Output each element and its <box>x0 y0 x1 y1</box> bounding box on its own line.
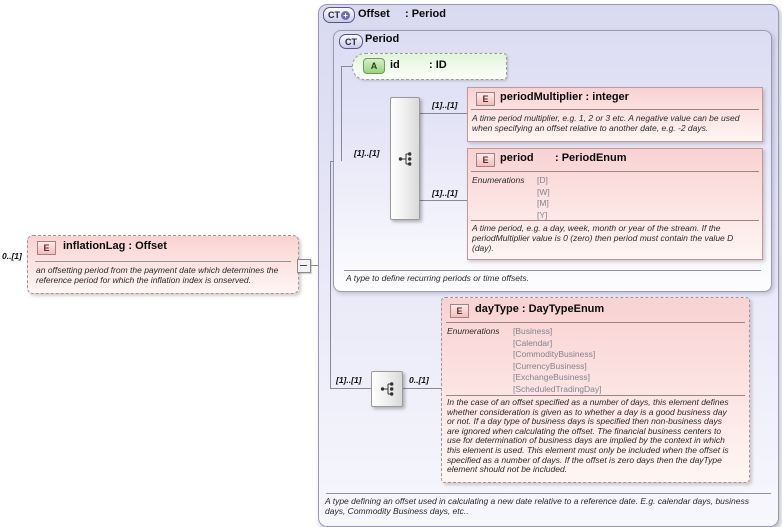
cardinality-label: [1]..[1] <box>354 148 380 158</box>
element-box-daytype[interactable]: E dayType : DayTypeEnum Enumerations [Bu… <box>441 297 750 483</box>
attribute-badge-icon: A <box>363 58 385 74</box>
connector-line <box>401 388 441 389</box>
enumerations-label: Enumerations <box>447 326 500 336</box>
element-title: periodMultiplier : integer <box>500 91 629 103</box>
enum-value: [D] <box>537 175 548 185</box>
enumeration-values: [Business] [Calendar] [CommodityBusiness… <box>513 326 602 395</box>
enum-value: [ExchangeBusiness] <box>513 372 591 382</box>
period-type-name: Period <box>365 33 400 45</box>
sequence-compositor[interactable] <box>371 371 403 407</box>
separator-line <box>326 493 771 494</box>
separator-line <box>471 220 759 221</box>
attribute-box-id[interactable]: A id : ID <box>352 53 507 80</box>
sequence-icon <box>380 382 393 396</box>
element-badge-icon: E <box>450 304 469 318</box>
separator-line <box>446 322 745 323</box>
cardinality-label: [1]..[1] <box>432 188 458 198</box>
cardinality-label: [1]..[1] <box>432 100 458 110</box>
badge-label: CT <box>328 10 340 20</box>
element-title: inflationLag : Offset <box>63 240 167 252</box>
element-box-inflationlag[interactable]: E inflationLag : Offset an offsetting pe… <box>27 235 299 294</box>
enumeration-values: [D] [W] [M] [Y] <box>537 175 550 221</box>
annotation-text: A time period, e.g. a day, week, month o… <box>472 223 734 253</box>
element-badge-icon: E <box>37 241 56 255</box>
attribute-name: id <box>390 59 400 71</box>
cardinality-label: 0..[1] <box>409 375 429 385</box>
enum-value: [M] <box>537 198 549 208</box>
element-type: : PeriodEnum <box>555 152 627 164</box>
collapse-handle-icon[interactable] <box>297 259 311 273</box>
enum-value: [CommodityBusiness] <box>513 349 596 359</box>
enum-value: [Calendar] <box>513 337 553 348</box>
cardinality-label: 0..[1] <box>2 251 22 261</box>
annotation-text: In the case of an offset specified as a … <box>447 397 729 475</box>
connector-line <box>341 66 342 161</box>
connector-line <box>418 113 467 114</box>
separator-line <box>471 171 759 172</box>
separator-line <box>446 395 745 396</box>
root-type-name: Offset <box>358 8 390 20</box>
annotation-text: an offsetting period from the payment da… <box>36 265 279 285</box>
element-box-periodmultiplier[interactable]: E periodMultiplier : integer A time peri… <box>467 87 763 142</box>
separator-line <box>471 109 759 110</box>
expand-icon[interactable]: + <box>341 10 350 20</box>
badge-label: CT <box>345 36 357 47</box>
annotation-text: A type to define recurring periods or ti… <box>346 273 529 283</box>
connector-line <box>418 200 467 201</box>
element-box-period[interactable]: E period : PeriodEnum Enumerations [D] [… <box>467 148 763 260</box>
enum-value: [Business] <box>513 326 553 336</box>
root-type-base: : Period <box>405 8 446 20</box>
complex-type-badge: CT <box>339 34 363 49</box>
enum-value: [CurrencyBusiness] <box>513 360 587 371</box>
separator-line <box>344 270 761 271</box>
annotation-text: A time period multiplier, e.g. 1, 2 or 3… <box>472 113 740 133</box>
separator-line <box>35 261 291 262</box>
enumerations-label: Enumerations <box>472 175 525 185</box>
cardinality-label: [1]..[1] <box>336 375 362 385</box>
element-badge-icon: E <box>476 153 495 167</box>
enum-value: [ScheduledTradingDay] <box>513 383 602 394</box>
enum-value: [Y] <box>537 209 548 220</box>
enum-value: [W] <box>537 186 550 197</box>
sequence-icon <box>398 151 411 166</box>
element-name: period <box>500 152 534 164</box>
element-title: dayType : DayTypeEnum <box>475 303 605 315</box>
minus-icon <box>300 265 307 266</box>
attribute-type: : ID <box>429 59 447 71</box>
element-badge-icon: E <box>476 92 495 106</box>
complex-type-badge: CT+ <box>323 7 355 23</box>
annotation-text: A type defining an offset used in calcul… <box>325 496 750 516</box>
sequence-compositor[interactable] <box>390 97 420 220</box>
connector-line <box>330 388 371 389</box>
connector-line <box>341 66 352 67</box>
connector-line <box>330 161 331 389</box>
